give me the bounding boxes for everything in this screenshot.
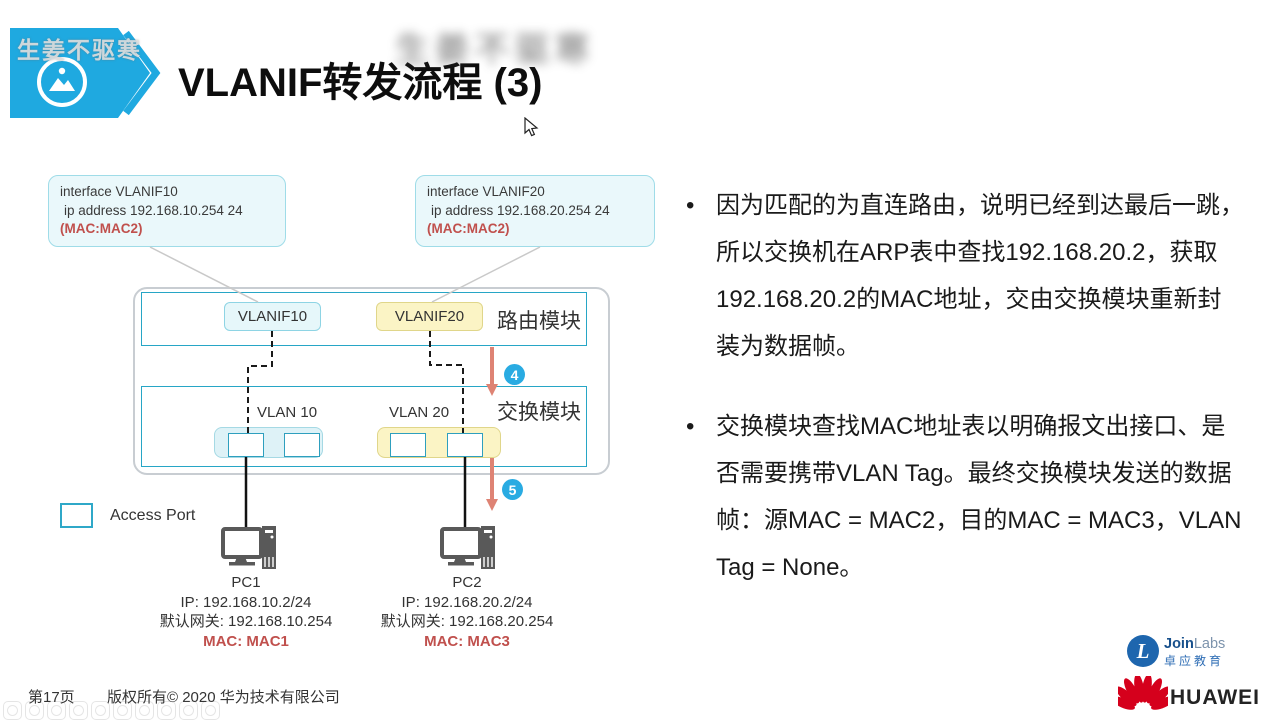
router-module-label: 路由模块	[497, 310, 581, 333]
callout-vlanif10: interface VLANIF10 ip address 192.168.10…	[48, 175, 286, 247]
joinlabs-logo-icon: L	[1127, 635, 1159, 667]
watermark-icon	[47, 701, 66, 720]
picture-icon	[37, 57, 87, 107]
step-4-badge: 4	[504, 364, 525, 385]
pc1-name: PC1	[231, 574, 261, 591]
watermark-icon	[157, 701, 176, 720]
huawei-flower-icon	[1118, 676, 1168, 710]
access-port	[284, 433, 320, 457]
pc1-mac: MAC: MAC1	[203, 632, 289, 650]
bullet-line: 所以交换机在ARP表中查找192.168.20.2，获取	[716, 239, 1218, 266]
bullet-2: • 交换模块查找MAC地址表以明确报文出接口、是 否需要携带VLAN Tag。最…	[686, 403, 1246, 591]
callout-line: interface VLANIF20	[427, 184, 545, 199]
watermark-text: 生姜不驱寒	[17, 37, 142, 63]
watermark-icon	[25, 701, 44, 720]
pc1-labels: PC1 IP: 192.168.10.2/24 默认网关: 192.168.10…	[136, 573, 356, 651]
joinlabs-subtitle: 卓应教育	[1164, 654, 1225, 668]
watermark-icon-row	[3, 701, 220, 720]
page-title: VLANIF转发流程 (3)	[178, 61, 543, 105]
bullet-marker: •	[686, 413, 695, 440]
bullet-line: 帧：源MAC = MAC2，目的MAC = MAC3，VLAN	[716, 507, 1242, 534]
watermark-icon	[201, 701, 220, 720]
pc2-gateway: 默认网关: 192.168.20.254	[380, 613, 554, 630]
bullet-line: 因为匹配的为直连路由，说明已经到达最后一跳，	[716, 192, 1244, 219]
joinlabs-labs: Labs	[1193, 636, 1226, 652]
bullet-line: 否需要携带VLAN Tag。最终交换模块发送的数据	[716, 460, 1232, 487]
switch-module-label: 交换模块	[497, 401, 581, 424]
pc1-icon	[221, 526, 276, 569]
callout-vlanif20: interface VLANIF20 ip address 192.168.20…	[415, 175, 655, 247]
content-bullets: • 因为匹配的为直连路由，说明已经到达最后一跳， 所以交换机在ARP表中查找19…	[686, 182, 1246, 591]
pc2-labels: PC2 IP: 192.168.20.2/24 默认网关: 192.168.20…	[357, 573, 577, 651]
joinlabs-join: Join	[1164, 636, 1194, 652]
watermark-icon	[113, 701, 132, 720]
mouse-cursor-icon	[524, 117, 539, 137]
watermark-blur: 生姜不驱寒	[395, 31, 595, 69]
access-port-legend-swatch	[60, 503, 93, 528]
bullet-line: Tag = None。	[716, 554, 864, 581]
access-port	[228, 433, 264, 457]
joinlabs-logo-text: JoinLabs	[1164, 636, 1225, 652]
callout-line: ip address 192.168.20.254 24	[431, 202, 610, 218]
watermark-icon	[179, 701, 198, 720]
pc1-ip: IP: 192.168.10.2/24	[180, 593, 312, 611]
step-5-badge: 5	[502, 479, 523, 500]
vlan20-label: VLAN 20	[389, 404, 450, 421]
huawei-logo-text: HUAWEI	[1170, 686, 1260, 709]
vlanif10-box: VLANIF10	[224, 302, 321, 331]
callout-mac: (MAC:MAC2)	[60, 221, 143, 236]
bullet-line: 交换模块查找MAC地址表以明确报文出接口、是	[716, 413, 1226, 440]
pc1-gateway: 默认网关: 192.168.10.254	[159, 613, 333, 630]
watermark-icon	[3, 701, 22, 720]
watermark-icon	[135, 701, 154, 720]
watermark-icon	[69, 701, 88, 720]
pc2-icon	[440, 526, 495, 569]
callout-line: interface VLANIF10	[60, 184, 178, 199]
callout-line: ip address 192.168.10.254 24	[64, 202, 243, 218]
vlan10-label: VLAN 10	[257, 404, 318, 421]
bullet-line: 192.168.20.2的MAC地址，交由交换模块重新封	[716, 286, 1222, 313]
watermark-icon	[91, 701, 110, 720]
pc2-name: PC2	[452, 574, 482, 591]
access-port	[447, 433, 483, 457]
pc2-ip: IP: 192.168.20.2/24	[401, 593, 533, 611]
access-port-legend-label: Access Port	[110, 507, 196, 524]
vlanif20-box: VLANIF20	[376, 302, 483, 331]
callout-mac: (MAC:MAC2)	[427, 221, 510, 236]
access-port	[390, 433, 426, 457]
bullet-marker: •	[686, 192, 695, 219]
header-badge	[10, 28, 161, 118]
bullet-1: • 因为匹配的为直连路由，说明已经到达最后一跳， 所以交换机在ARP表中查找19…	[686, 182, 1246, 370]
pc2-mac: MAC: MAC3	[424, 632, 510, 650]
bullet-line: 装为数据帧。	[716, 333, 860, 360]
